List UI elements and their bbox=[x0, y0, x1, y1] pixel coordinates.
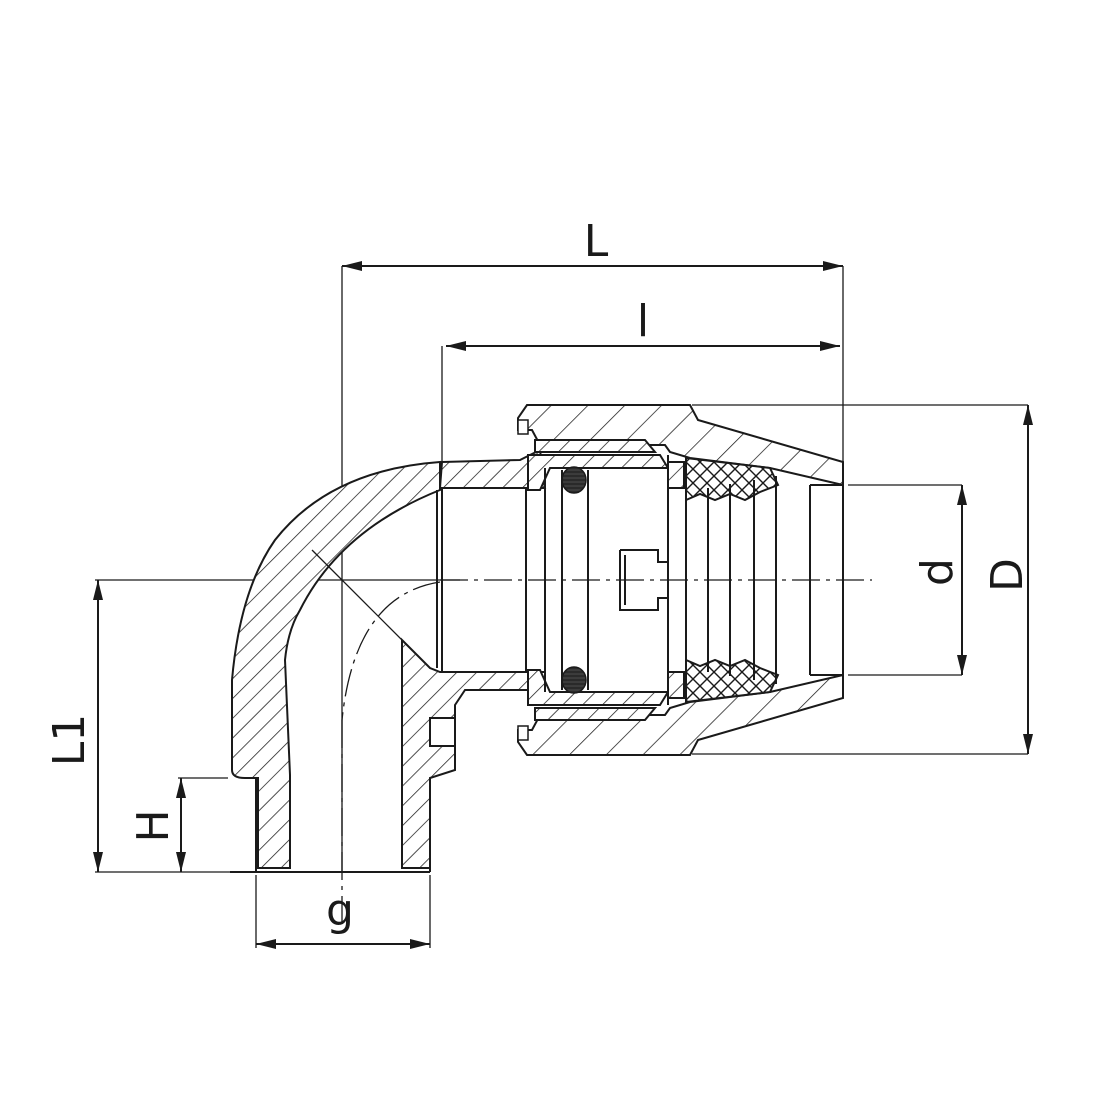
label-l: l bbox=[637, 296, 649, 347]
dimension-l: l bbox=[441, 296, 840, 470]
label-L: L bbox=[584, 216, 609, 267]
label-H: H bbox=[128, 809, 179, 842]
internal-bore-lines bbox=[544, 455, 844, 705]
dimension-L1: L1 bbox=[44, 579, 460, 873]
dimension-H: H bbox=[128, 777, 228, 872]
dimension-D: D bbox=[692, 404, 1033, 755]
o-ring-bottom bbox=[561, 666, 587, 694]
dimension-d: d bbox=[848, 484, 967, 676]
dimension-g: g bbox=[255, 875, 431, 949]
label-L1: L1 bbox=[44, 714, 95, 767]
elbow-body bbox=[230, 448, 547, 873]
label-g: g bbox=[326, 885, 354, 936]
o-ring-top bbox=[561, 466, 587, 494]
label-D: D bbox=[982, 558, 1033, 592]
union-nut-upper bbox=[517, 404, 844, 502]
label-d: d bbox=[912, 558, 963, 586]
